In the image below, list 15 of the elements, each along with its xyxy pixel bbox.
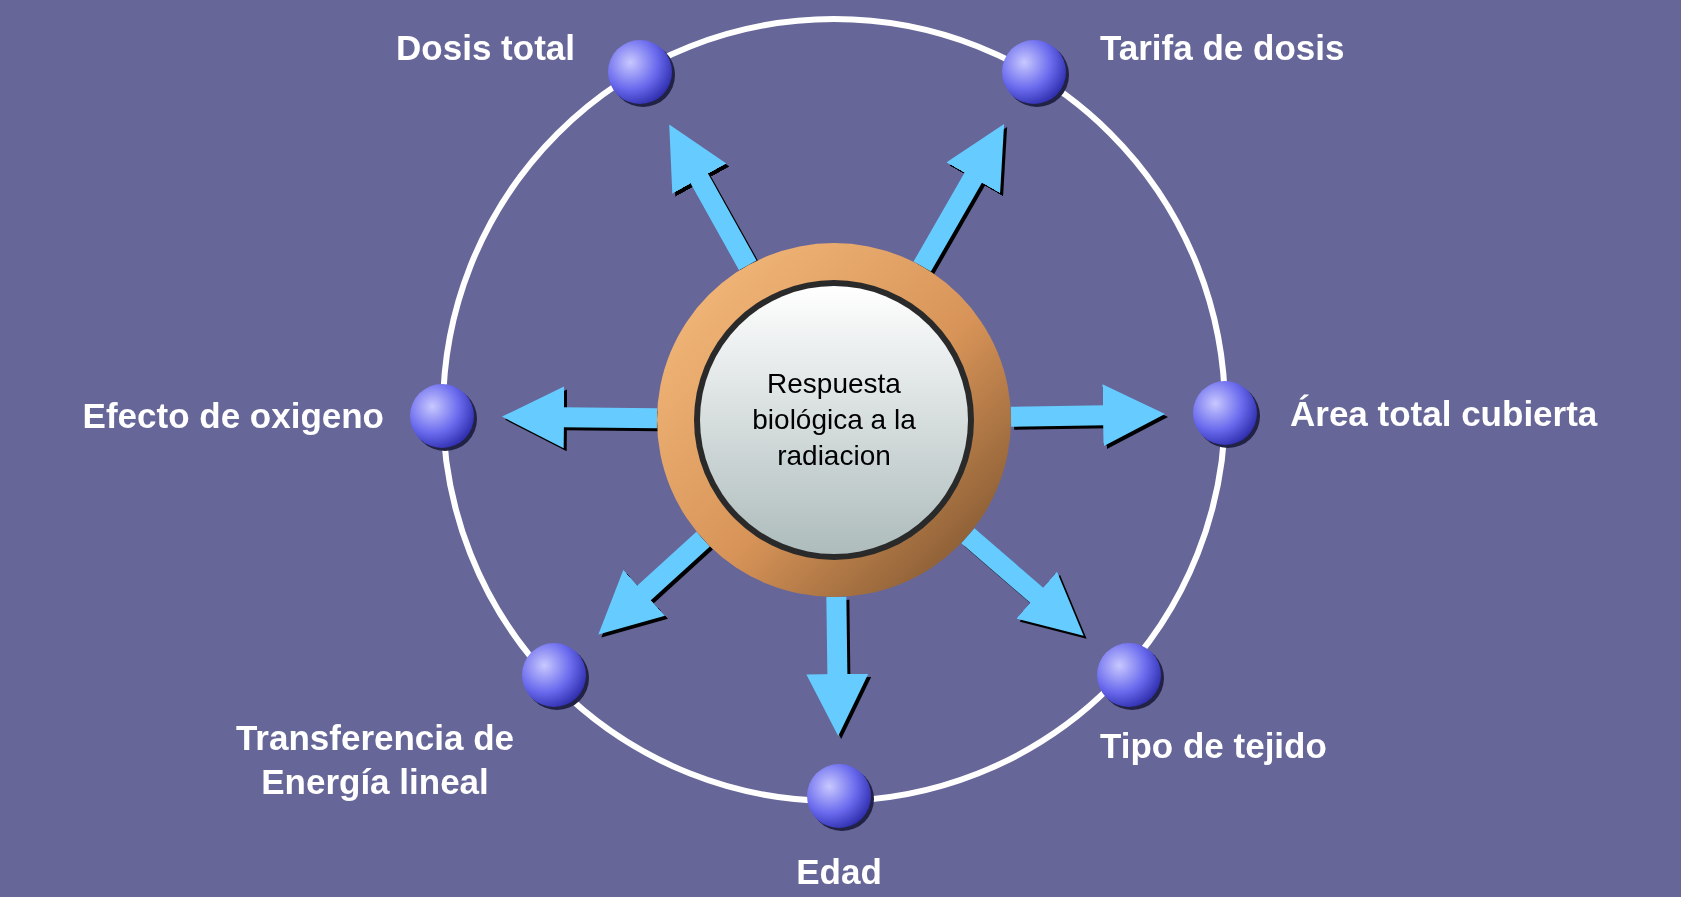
factor-label: Tarifa de dosis [1100, 27, 1346, 69]
arrow [913, 124, 1005, 272]
arrow [1010, 384, 1165, 447]
arrow [669, 124, 757, 271]
hub-label: Respuesta biológica a la radiacion [751, 367, 917, 473]
arrow [961, 528, 1084, 636]
arrow [806, 596, 869, 736]
arrow [598, 531, 710, 635]
factor-label: Dosis total [395, 27, 575, 69]
factor-label: Área total cubierta [1290, 393, 1599, 435]
factor-label: Efecto de oxigeno [81, 395, 384, 437]
arrow [502, 386, 658, 449]
factor-label: Tipo de tejido [1100, 725, 1328, 767]
factor-label: Transferencia de Energía lineal [234, 717, 516, 803]
factor-label: Edad [795, 851, 883, 893]
